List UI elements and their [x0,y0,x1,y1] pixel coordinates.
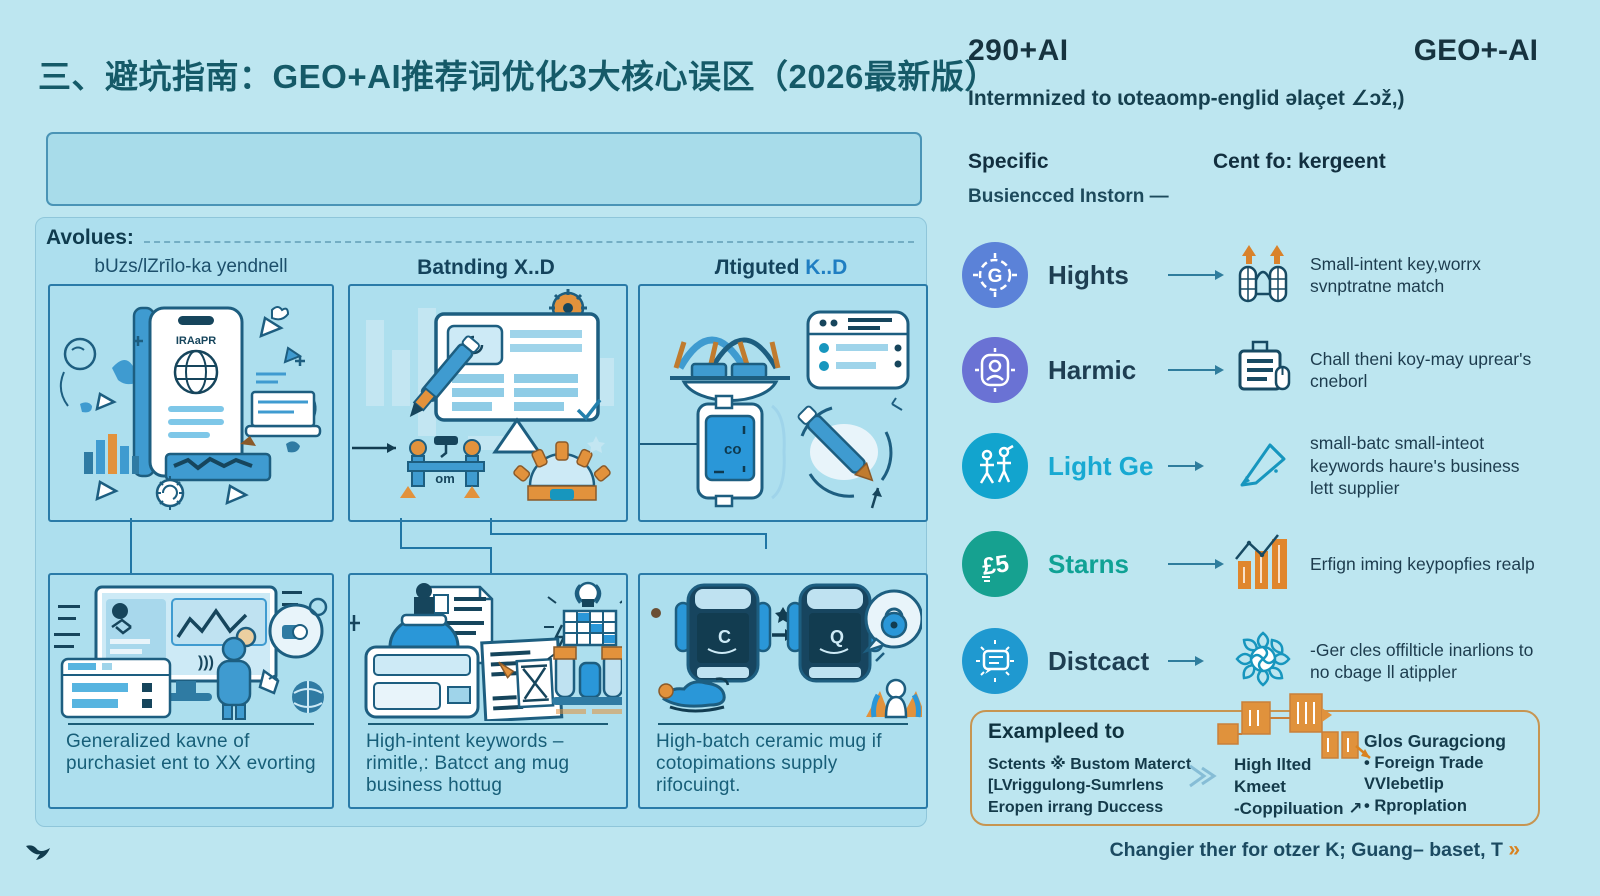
next-page-chevrons[interactable]: » [1508,838,1520,861]
abstract-glyphs-icon: £5 [962,531,1028,597]
bridge-cycle-illustration: co [640,310,910,509]
arrow-right-icon [1168,365,1224,375]
svg-text:))): ))) [198,654,214,671]
bar-chart-icon [1232,531,1294,598]
avolues-row: Avolues: [46,226,914,250]
left-diagram-panel: Avolues: bUzs/lZrīlo-ka yendnell Batndin… [35,217,928,827]
right-row-starns: £5 Starns Erfign iming keypopfies realp [962,521,1547,607]
person-gear-icon [962,337,1028,403]
caption-rule [368,723,608,725]
row-label: Distcact [1048,645,1150,676]
mugs-lock-illustration: C Q [651,583,922,719]
monitor-build-illustration: om [352,289,614,501]
svg-text:co: co [724,441,742,458]
arrow-right-icon [1168,461,1204,471]
result-box-high-batch: C Q [638,573,928,809]
chat-gear-icon [962,628,1028,694]
example-right-column: Glos Guragciong • Foreign Trade VVlebetl… [1364,731,1506,815]
caption-high-intent: High-intent keywords – rimitle,: Batcct … [366,731,570,797]
row-label: Hights [1048,259,1129,290]
gear-g-icon: G [962,242,1028,308]
bird-mark-icon [26,845,50,860]
row-label: Starns [1048,548,1129,579]
right-row-hights: G Hights Small-intent key,worrx svnptrat… [962,232,1547,318]
svg-text:£5: £5 [980,550,1010,580]
page-title: 三、避坑指南：GEO+AI推荐词优化3大核心误区（2026最新版） [38,58,998,95]
illustration-box-generalized-keywords: IRAaPR [48,284,334,522]
illustration-box-misguided: co [638,284,928,522]
result-box-high-intent: High-intent keywords – rimitle,: Batcct … [348,573,628,809]
pills-up-icon [1232,242,1294,309]
svg-text:Q: Q [830,627,844,647]
svg-text:om: om [435,471,455,486]
caption-rule [658,723,908,725]
example-title: Exampleed to [988,720,1125,743]
double-chevron-icon [1189,764,1217,788]
svg-text:IRAaPR: IRAaPR [176,335,216,347]
stat-290-ai: 290+AI [968,34,1069,67]
knot-flower-icon [1231,627,1295,696]
pen-icon [1232,433,1294,500]
footer-note: Changier ther for otzer K; Guang– baset,… [1109,838,1520,861]
avolues-label: Avolues: [46,226,134,249]
column3-header: Лtiguted K..D [714,256,848,279]
column2-header: Batnding X..D [417,256,555,279]
svg-text:G: G [988,266,1003,287]
row-desc: Small-intent key,worrx svnptratne match [1310,253,1481,296]
example-box: Exampleed to Sctents ※ Bustom Materct [L… [970,710,1540,826]
brand-geo-ai: GEO+-AI [1413,34,1538,67]
right-row-harmic: Harmic Chall theni koy-may uprear's cneb… [962,327,1547,413]
illustration-box-branding: om [348,284,628,522]
row-desc: small-batc small-inteot keywords haure's… [1310,433,1520,499]
dashboard-person-illustration: ))) [54,585,328,720]
row-desc: Erfign iming keypopfies realp [1310,553,1535,574]
result-box-generalized: ))) [48,573,334,809]
two-figures-icon [962,433,1028,499]
column-header-specific: Specific [968,150,1049,173]
row-desc: Chall theni koy-may uprear's cneborl [1310,348,1532,391]
example-mid-column: High llted Kmeet -Coppiluation ↗ [1234,755,1363,819]
arrow-right-icon [1168,559,1224,569]
right-subtitle: Intermnized to ɩoteaomp-englid ǝlaçet ∠ɔ… [968,87,1405,110]
phone-analytics-illustration: IRAaPR [59,306,322,510]
empty-highlight-box [46,132,922,206]
caption-generalized: Generalized kavne of purchasiet ent to X… [66,731,316,775]
row-label: Harmic [1048,354,1137,385]
subheader-busiencced: Busiencced Instorn — [968,186,1169,207]
documents-lab-illustration [350,581,622,721]
caption-high-batch: High-batch ceramic mug if cotopimations … [656,731,882,797]
example-left-column: Sctents ※ Bustom Materct [LVriggulong-Su… [988,756,1192,816]
right-row-light-ge: Light Ge small-batc small-inteot keyword… [962,423,1547,509]
right-row-distcact: Distcact -Ger cles offilticle inarlions … [962,618,1547,704]
arrow-right-icon [1168,656,1204,666]
row-label: Light Ge [1048,450,1154,481]
row-desc: -Ger cles offilticle inarlions to no cba… [1310,639,1534,682]
briefcase-doc-icon [1232,337,1294,404]
dashed-line [143,241,914,243]
column1-header: bUzs/lZrīlo-ka yendnell [94,256,288,277]
caption-rule [68,723,314,725]
svg-text:C: C [718,627,731,647]
column-header-cent: Cent fo: kergeent [1213,150,1386,173]
arrow-right-icon [1168,270,1224,280]
